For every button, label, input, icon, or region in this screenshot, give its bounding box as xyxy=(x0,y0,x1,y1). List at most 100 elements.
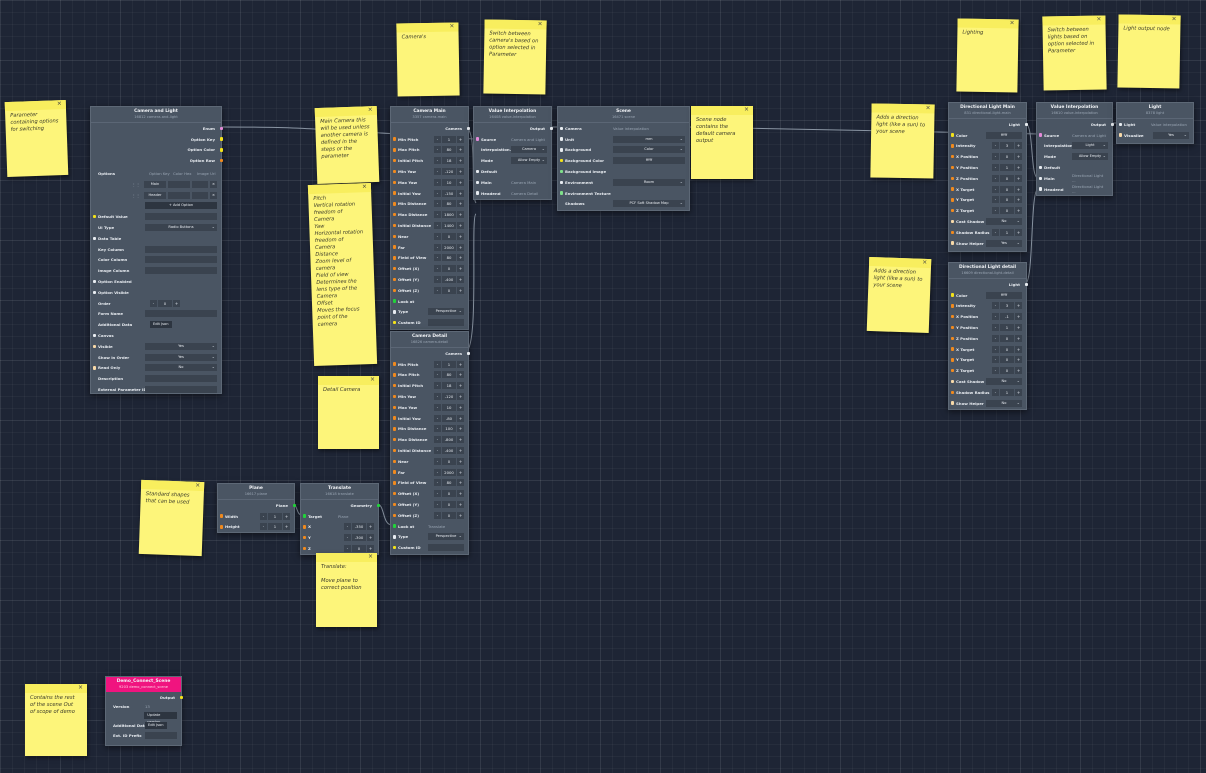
decrement-button[interactable]: - xyxy=(434,382,441,390)
input-port[interactable] xyxy=(302,546,306,551)
input-port[interactable] xyxy=(392,299,396,303)
value-input[interactable]: 18 xyxy=(442,382,456,390)
value-stepper[interactable]: -3+ xyxy=(992,142,1022,150)
node-header[interactable]: Demo_Connect_Scene 9203 demo_connect_sce… xyxy=(106,677,181,692)
value-stepper[interactable]: -80+ xyxy=(434,371,464,379)
output-port[interactable] xyxy=(219,137,223,141)
value-stepper[interactable]: -0+ xyxy=(992,345,1022,353)
value-stepper[interactable]: -80+ xyxy=(434,254,464,262)
input-port[interactable] xyxy=(392,535,396,539)
input-port[interactable] xyxy=(392,266,396,271)
add-option-button[interactable]: + Add Option xyxy=(145,202,217,210)
input-port[interactable] xyxy=(392,383,396,388)
default-value-input[interactable] xyxy=(145,213,217,221)
decrement-button[interactable]: - xyxy=(434,135,441,143)
input-port[interactable] xyxy=(950,230,954,235)
input-port[interactable] xyxy=(92,290,96,295)
input-port[interactable] xyxy=(219,514,223,518)
close-icon[interactable]: × xyxy=(537,20,543,28)
input-port[interactable] xyxy=(392,491,396,496)
value-input[interactable]: -300 xyxy=(352,534,366,542)
decrement-button[interactable]: - xyxy=(434,360,441,368)
value-input[interactable]: 0 xyxy=(442,501,456,509)
increment-button[interactable]: + xyxy=(457,146,464,154)
input-port[interactable] xyxy=(392,416,396,420)
close-icon[interactable]: × xyxy=(361,183,368,191)
external-param-input[interactable] xyxy=(145,386,217,394)
increment-button[interactable]: + xyxy=(1015,185,1022,193)
image-column-input[interactable] xyxy=(145,267,217,275)
increment-button[interactable]: + xyxy=(457,211,464,219)
increment-button[interactable]: + xyxy=(457,200,464,208)
close-icon[interactable]: × xyxy=(1096,15,1102,23)
camera-and-light-node[interactable]: Camera and Light 16812 camera-and-light … xyxy=(90,106,223,394)
input-port[interactable] xyxy=(1038,176,1042,181)
value-input[interactable]: 0 xyxy=(1000,196,1014,204)
decrement-button[interactable]: - xyxy=(434,501,441,509)
sticky-note[interactable]: ×Switch between lights based on option s… xyxy=(1042,15,1107,91)
input-port[interactable] xyxy=(950,187,954,191)
node-header[interactable]: Scene 16471 scene xyxy=(558,107,689,123)
value-stepper[interactable]: -1400+ xyxy=(434,222,464,230)
input-port[interactable] xyxy=(559,137,563,141)
input-port[interactable] xyxy=(392,288,396,293)
value-stepper[interactable]: --1+ xyxy=(992,313,1022,321)
value-stepper[interactable]: -1800+ xyxy=(434,211,464,219)
value-interpolation-camera-node[interactable]: Value Interpolation 16408 value-interpol… xyxy=(473,106,553,200)
decrement-button[interactable]: - xyxy=(260,512,267,520)
output-port[interactable] xyxy=(549,126,553,131)
shadows-select[interactable]: PCF Soft Shadow Map xyxy=(613,199,685,208)
value-input[interactable]: 0 xyxy=(1000,334,1014,342)
mode-select[interactable]: Allow Empty xyxy=(1072,152,1108,161)
increment-button[interactable]: + xyxy=(457,254,464,262)
ext-id-input[interactable] xyxy=(145,732,177,740)
value-input[interactable]: 80 xyxy=(442,146,456,154)
ui-type-select[interactable]: Radio Buttons xyxy=(145,223,217,232)
input-port[interactable] xyxy=(302,514,306,518)
decrement-button[interactable]: - xyxy=(434,468,441,476)
input-port[interactable] xyxy=(559,126,563,131)
value-stepper[interactable]: -80+ xyxy=(434,200,464,208)
value-input[interactable]: -150 xyxy=(442,189,456,197)
increment-button[interactable]: + xyxy=(457,468,464,476)
decrement-button[interactable]: - xyxy=(434,479,441,487)
image-url-input[interactable] xyxy=(192,191,208,199)
value-stepper[interactable]: -0+ xyxy=(992,207,1022,215)
camera-detail-node[interactable]: Camera Detail 16826 camera-detail Camera… xyxy=(390,331,470,555)
increment-button[interactable]: + xyxy=(457,382,464,390)
decrement-button[interactable]: - xyxy=(434,189,441,197)
increment-button[interactable]: + xyxy=(457,178,464,186)
increment-button[interactable]: + xyxy=(457,457,464,465)
edit-json-button[interactable]: Edit Json xyxy=(145,722,167,730)
input-port[interactable] xyxy=(392,459,396,464)
value-input[interactable]: -400 xyxy=(442,447,456,455)
input-port[interactable] xyxy=(392,202,396,206)
value-stepper[interactable]: -1+ xyxy=(260,523,290,531)
input-port[interactable] xyxy=(1038,165,1042,170)
value-stepper[interactable]: -18+ xyxy=(434,382,464,390)
demo-connect-scene-node[interactable]: Demo_Connect_Scene 9203 demo_connect_sce… xyxy=(105,676,183,746)
value-input[interactable]: -80 xyxy=(442,414,456,422)
value-stepper[interactable]: -0+ xyxy=(992,334,1022,342)
input-port[interactable] xyxy=(950,154,954,159)
value-stepper[interactable]: -10+ xyxy=(434,178,464,186)
background-select[interactable]: Color xyxy=(613,145,685,154)
input-port[interactable] xyxy=(559,169,563,174)
value-input[interactable]: -400 xyxy=(442,276,456,284)
type-select[interactable]: Perspective xyxy=(428,532,464,541)
input-port[interactable] xyxy=(92,279,96,284)
output-port[interactable] xyxy=(466,126,470,131)
value-stepper[interactable]: -2000+ xyxy=(434,243,464,251)
input-port[interactable] xyxy=(392,394,396,399)
value-input[interactable]: 1 xyxy=(1000,324,1014,332)
value-input[interactable]: 0 xyxy=(1000,367,1014,375)
increment-button[interactable]: + xyxy=(1015,302,1022,310)
value-stepper[interactable]: -0+ xyxy=(434,232,464,240)
sticky-note[interactable]: ×Detail Camera xyxy=(318,376,379,449)
cast-shadow-select[interactable]: No xyxy=(986,217,1022,226)
sticky-note[interactable]: ×Adds a direction light (like a sun) to … xyxy=(866,256,932,334)
value-input[interactable]: 80 xyxy=(442,479,456,487)
value-input[interactable]: -1 xyxy=(1000,313,1014,321)
output-port[interactable] xyxy=(1024,282,1028,287)
